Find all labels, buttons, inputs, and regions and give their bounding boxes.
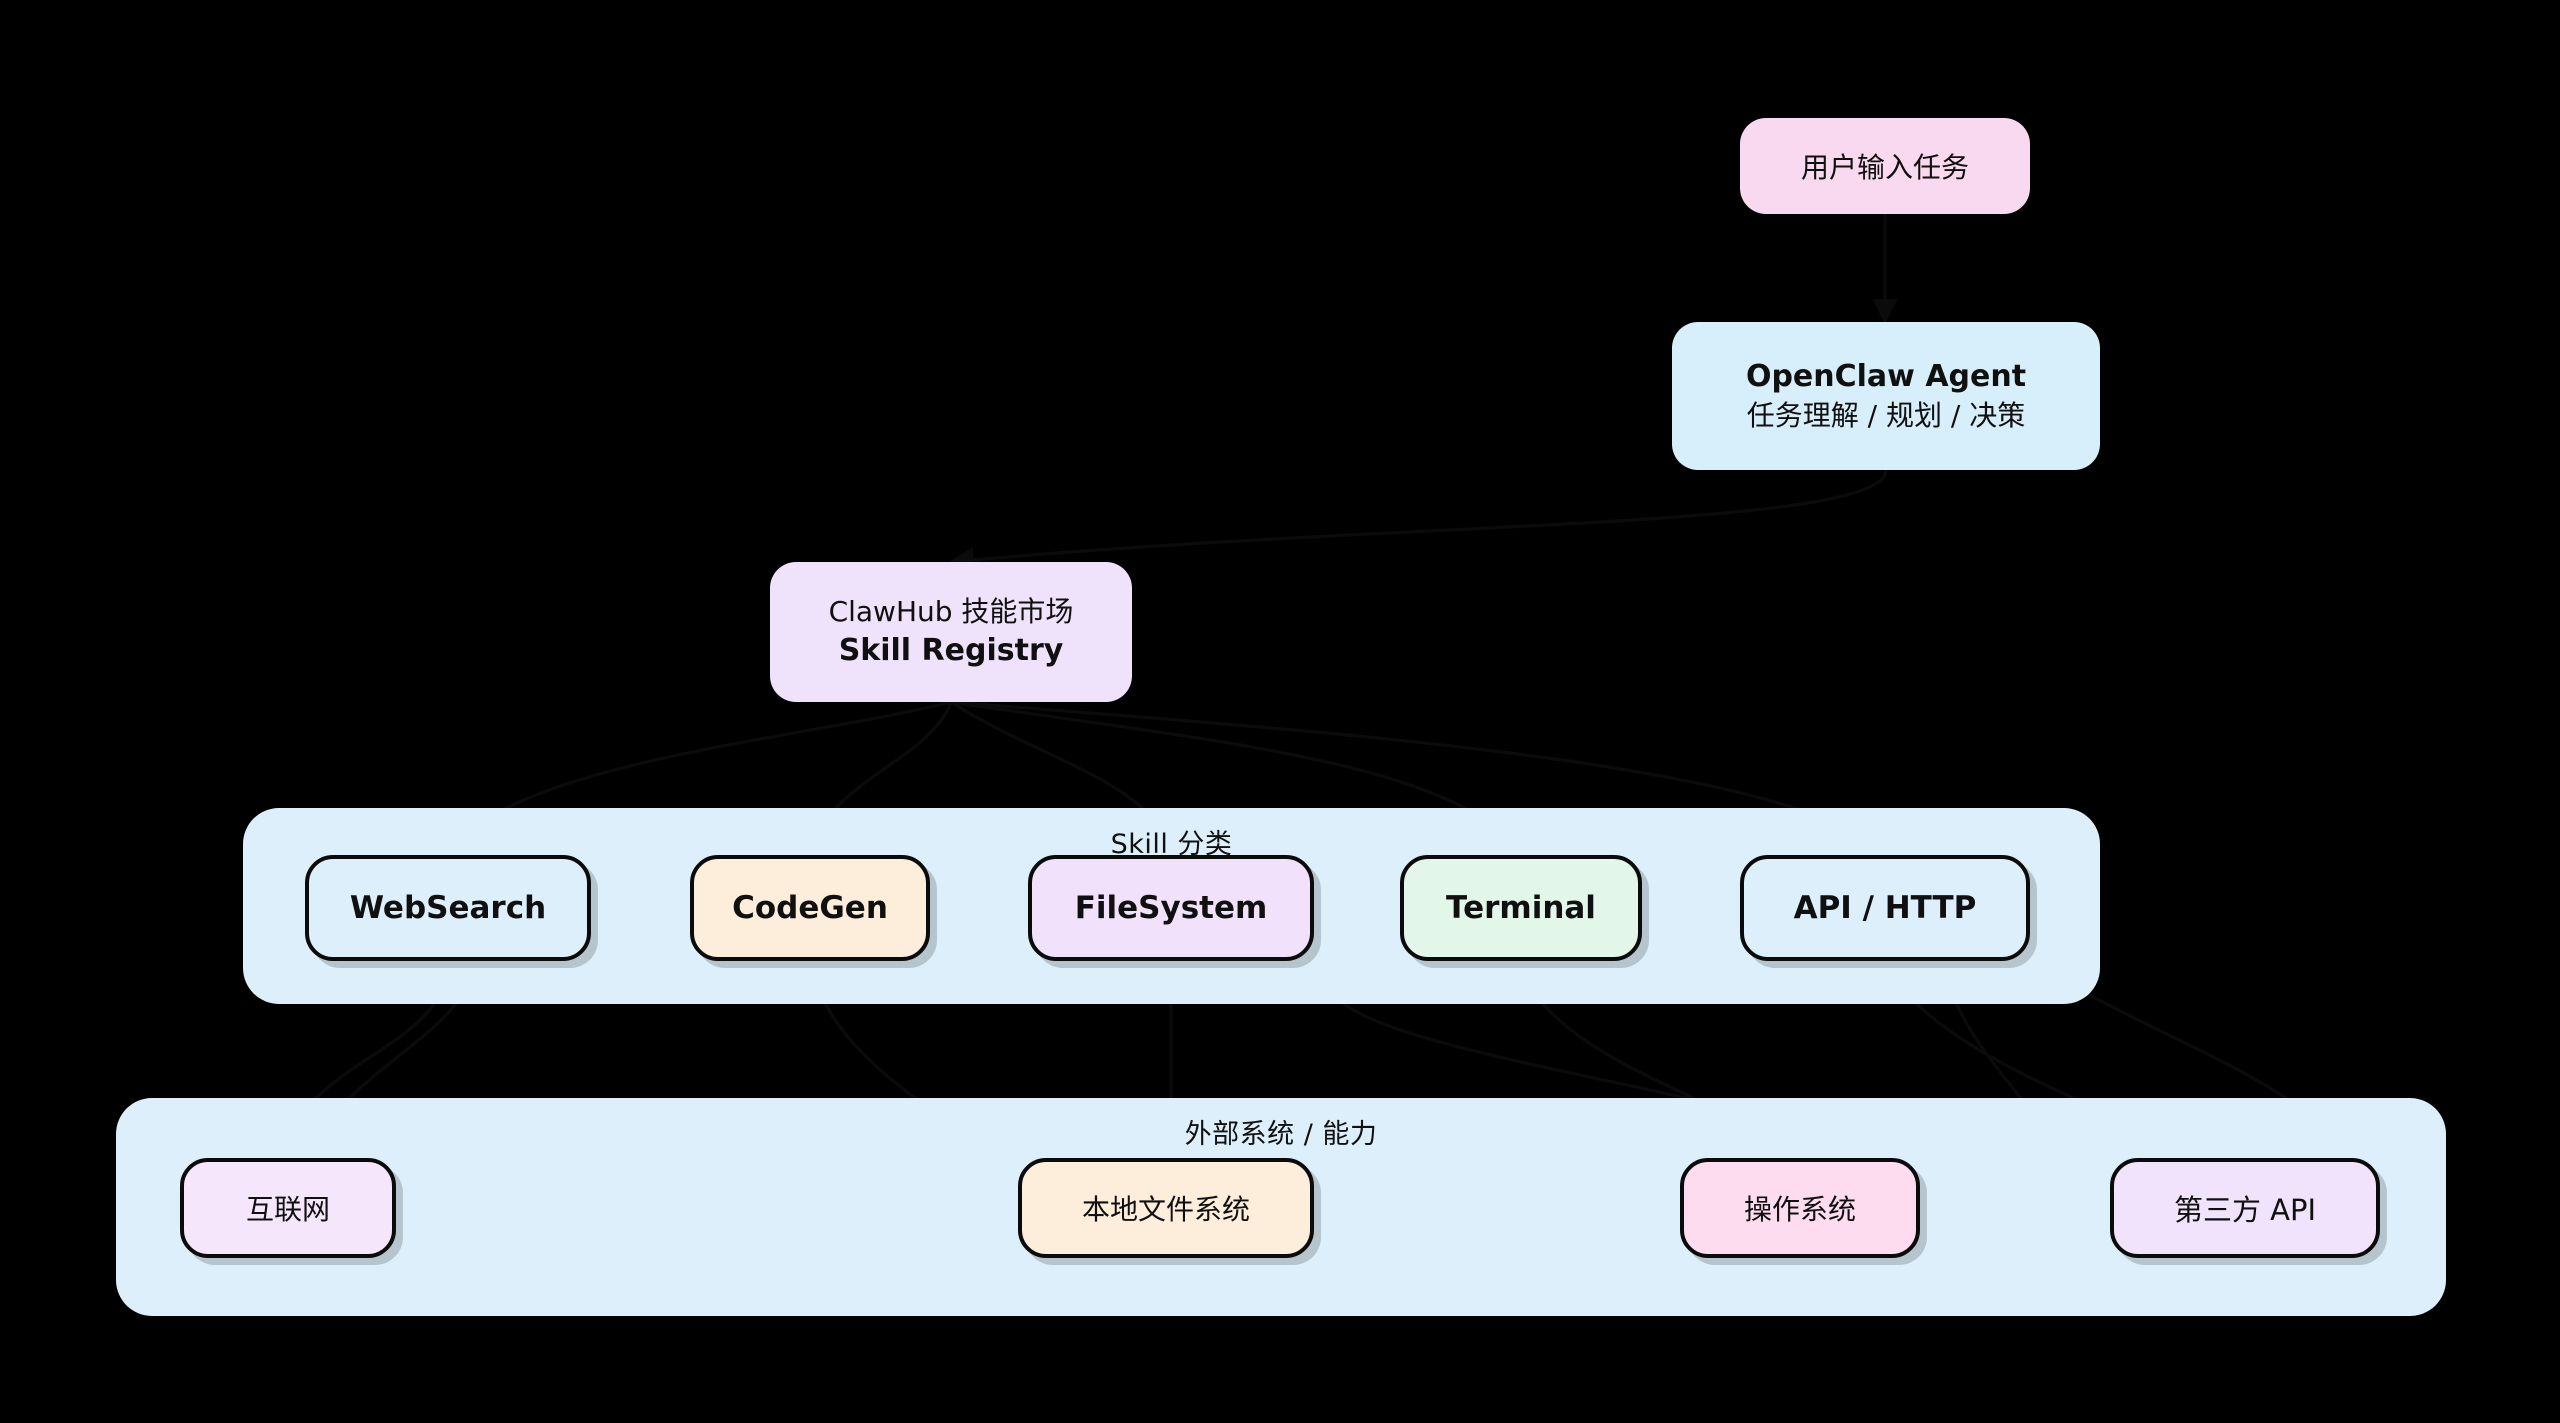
node-skill-0[interactable]: WebSearch xyxy=(305,855,591,961)
node-skill-3-label: Terminal xyxy=(1446,890,1596,926)
node-external-2-label: 操作系统 xyxy=(1743,1193,1856,1226)
node-user-task[interactable]: 用户输入任务 xyxy=(1740,118,2030,214)
node-skill-2-label: FileSystem xyxy=(1074,890,1268,926)
node-openclaw-agent-title: OpenClaw Agent xyxy=(1745,358,2027,394)
node-external-2[interactable]: 操作系统 xyxy=(1680,1158,1920,1258)
edge-agent-to-clawhub xyxy=(948,469,1888,573)
node-user-task-label: 用户输入任务 xyxy=(1800,151,1969,184)
node-skill-0-label: WebSearch xyxy=(349,890,547,926)
node-external-0[interactable]: 互联网 xyxy=(180,1158,396,1258)
node-clawhub-subtitle: Skill Registry xyxy=(838,632,1064,668)
node-skill-4[interactable]: API / HTTP xyxy=(1740,855,2030,961)
node-skill-2[interactable]: FileSystem xyxy=(1028,855,1314,961)
subgraph-external-systems-label: 外部系统 / 能力 xyxy=(1184,1119,1378,1150)
node-skill-1[interactable]: CodeGen xyxy=(690,855,930,961)
node-openclaw-agent[interactable]: OpenClaw Agent 任务理解 / 规划 / 决策 xyxy=(1672,322,2100,470)
node-clawhub-skill-registry[interactable]: ClawHub 技能市场 Skill Registry xyxy=(770,562,1132,702)
node-clawhub-title: ClawHub 技能市场 xyxy=(828,594,1074,628)
node-external-3[interactable]: 第三方 API xyxy=(2110,1158,2380,1258)
node-external-0-label: 互联网 xyxy=(245,1193,330,1226)
node-external-3-label: 第三方 API xyxy=(2173,1193,2317,1227)
node-openclaw-agent-subtitle: 任务理解 / 规划 / 决策 xyxy=(1746,399,2026,433)
node-external-1[interactable]: 本地文件系统 xyxy=(1018,1158,1314,1258)
node-skill-4-label: API / HTTP xyxy=(1793,890,1977,926)
subgraph-skill-categories-label: Skill 分类 xyxy=(1110,829,1233,860)
node-skill-3[interactable]: Terminal xyxy=(1400,855,1642,961)
node-external-1-label: 本地文件系统 xyxy=(1081,1193,1250,1226)
node-skill-1-label: CodeGen xyxy=(732,890,888,926)
